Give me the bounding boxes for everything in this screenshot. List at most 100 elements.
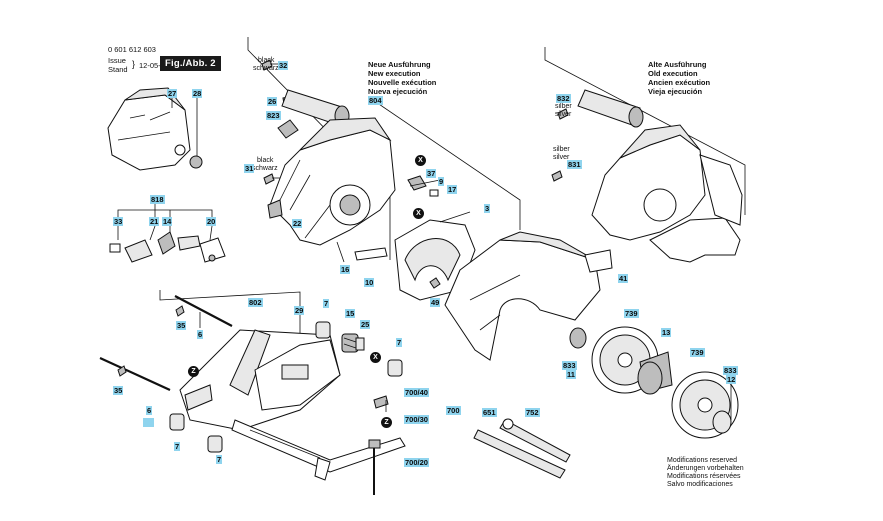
part-label: 7 bbox=[174, 442, 181, 451]
part-label: 26 bbox=[267, 97, 278, 106]
small-parts-37-9-17 bbox=[336, 175, 441, 263]
part-label: 22 bbox=[292, 219, 303, 228]
large-guard-part bbox=[444, 231, 613, 361]
part-label: 804 bbox=[368, 96, 383, 105]
housing-cap-part bbox=[107, 87, 203, 171]
footer-note: Modifications réservées bbox=[667, 473, 741, 480]
part-label: 31 bbox=[244, 164, 255, 173]
issue-label: Issue bbox=[108, 56, 126, 65]
old-housing-body bbox=[551, 89, 743, 263]
part-label: 6 bbox=[197, 330, 204, 339]
footer-note: Änderungen vorbehalten bbox=[667, 465, 744, 472]
part-label: 3 bbox=[484, 204, 491, 213]
sled-base-part bbox=[179, 329, 341, 431]
new-version-line: New execution bbox=[368, 69, 421, 78]
part-label: 14 bbox=[162, 217, 173, 226]
color-note-32: black bbox=[258, 57, 275, 64]
saw-blades-group bbox=[569, 326, 739, 439]
part-label: 49 bbox=[430, 298, 441, 307]
footer-note: Modifications reserved bbox=[667, 457, 738, 464]
part-label: 10 bbox=[364, 278, 375, 287]
part-label: 802 bbox=[248, 298, 263, 307]
old-version-line: Old execution bbox=[648, 69, 698, 78]
stand-label: Stand bbox=[108, 65, 128, 74]
part-label: 832 bbox=[556, 94, 571, 103]
part-label: 12 bbox=[726, 375, 737, 384]
frame-old bbox=[544, 47, 746, 215]
part-label: 6 bbox=[146, 406, 153, 415]
part-label: 752 bbox=[525, 408, 540, 417]
blade-guard-part bbox=[394, 211, 476, 301]
part-label: 32 bbox=[278, 61, 289, 70]
color-note-32: schwarz bbox=[253, 65, 279, 72]
new-version-line: Nouvelle exécution bbox=[368, 78, 437, 87]
color-note-831: silber bbox=[553, 146, 570, 153]
old-version-heading: Alte Ausführung Old execution Ancien exé… bbox=[648, 60, 710, 96]
doc-number: 0 601 612 603 bbox=[108, 45, 156, 54]
new-version-line: Nueva ejecución bbox=[368, 87, 428, 96]
part-label: 35 bbox=[113, 386, 124, 395]
color-note-832: silber bbox=[555, 103, 572, 110]
blank-label-swatch bbox=[143, 418, 154, 427]
issue-date: 12-05-14 bbox=[139, 61, 170, 70]
part-label: 29 bbox=[294, 306, 305, 315]
part-label: 823 bbox=[266, 111, 281, 120]
color-note-831: silver bbox=[553, 154, 570, 161]
part-label: 700/40 bbox=[404, 388, 429, 397]
part-label: 11 bbox=[566, 370, 576, 379]
frame-slide bbox=[159, 290, 301, 365]
part-label: 700/30 bbox=[404, 415, 429, 424]
marker-x: X bbox=[413, 208, 424, 219]
part-label: 9 bbox=[438, 177, 445, 186]
part-label: 17 bbox=[447, 185, 458, 194]
part-label: 831 bbox=[567, 160, 582, 169]
part-label: 25 bbox=[360, 320, 371, 329]
part-label: 7 bbox=[323, 299, 330, 308]
part-label: 27 bbox=[167, 89, 178, 98]
part-label: 7 bbox=[396, 338, 403, 347]
footer-note: Salvo modificaciones bbox=[667, 481, 733, 488]
slide-rails bbox=[99, 295, 233, 392]
new-version-heading: Neue Ausführung New execution Nouvelle e… bbox=[368, 60, 436, 96]
marker-z: Z bbox=[188, 366, 199, 377]
wrench-tools bbox=[473, 418, 571, 479]
figure-label: Fig./Abb. 2 bbox=[160, 56, 221, 71]
frame-new-left bbox=[247, 37, 391, 260]
bracket-glyph: } bbox=[132, 59, 136, 69]
part-label: 37 bbox=[426, 169, 437, 178]
old-version-line: Vieja ejecución bbox=[648, 87, 703, 96]
marker-x: X bbox=[415, 155, 426, 166]
rollers-and-springs bbox=[169, 321, 403, 453]
part-label: 818 bbox=[150, 195, 165, 204]
part-label: 28 bbox=[192, 89, 203, 98]
part-label: 21 bbox=[149, 217, 160, 226]
part-label: 7 bbox=[216, 455, 223, 464]
part-label: 833 bbox=[723, 366, 738, 375]
guide-ruler-part bbox=[231, 395, 406, 495]
marker-z: Z bbox=[381, 417, 392, 428]
part-label: 20 bbox=[206, 217, 217, 226]
part-label: 15 bbox=[345, 309, 356, 318]
part-label: 41 bbox=[618, 274, 629, 283]
frame-new-right bbox=[369, 97, 521, 230]
part-label: 739 bbox=[690, 348, 705, 357]
marker-x: X bbox=[370, 352, 381, 363]
part-label: 739 bbox=[624, 309, 639, 318]
color-note-31: schwarz bbox=[252, 165, 278, 172]
new-version-line: Neue Ausführung bbox=[368, 60, 431, 69]
old-version-line: Alte Ausführung bbox=[648, 60, 707, 69]
new-housing-body bbox=[267, 117, 396, 246]
part-label: 13 bbox=[661, 328, 672, 337]
part-group-818 bbox=[109, 203, 226, 263]
part-label: 16 bbox=[340, 265, 351, 274]
part-label: 700 bbox=[446, 406, 461, 415]
color-note-832: silver bbox=[555, 111, 572, 118]
part-label: 35 bbox=[176, 321, 187, 330]
color-note-31: black bbox=[257, 157, 274, 164]
part-label: 833 bbox=[562, 361, 577, 370]
part-label: 33 bbox=[113, 217, 124, 226]
part-label: 651 bbox=[482, 408, 497, 417]
old-version-line: Ancien exécution bbox=[648, 78, 711, 87]
part-label: 700/20 bbox=[404, 458, 429, 467]
